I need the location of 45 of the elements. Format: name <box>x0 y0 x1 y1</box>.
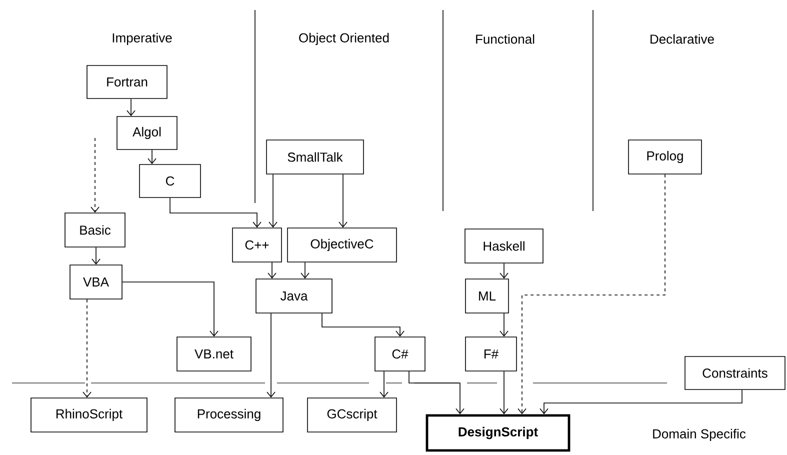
arrow <box>300 262 310 279</box>
language-box: VBA <box>70 264 122 300</box>
language-box: RhinoScript <box>30 398 148 432</box>
arrow <box>266 312 276 398</box>
arrow <box>500 312 508 337</box>
arrow <box>126 98 136 116</box>
arrow <box>540 389 742 414</box>
category-label: Object Oriented <box>299 32 389 46</box>
language-box: SmallTalk <box>266 140 364 174</box>
arrow <box>90 138 100 213</box>
category-label: Functional <box>476 34 534 44</box>
language-box: Processing <box>174 398 284 432</box>
arrow <box>380 370 388 398</box>
language-box: C# <box>374 336 426 372</box>
language-box: Fortran <box>86 65 168 99</box>
language-box: Basic <box>64 212 126 248</box>
arrow <box>500 263 508 279</box>
arrow <box>500 370 508 414</box>
language-box: Prolog <box>628 140 702 174</box>
category-label: Declarative <box>650 34 714 44</box>
arrow <box>82 299 92 398</box>
arrow <box>170 197 262 228</box>
language-box: C <box>139 164 201 198</box>
arrow <box>408 370 464 414</box>
language-box: Algol <box>116 116 178 150</box>
language-box: ObjectiveC <box>287 228 397 262</box>
arrow <box>322 312 404 337</box>
arrow <box>268 174 278 228</box>
language-box: DesignScript <box>426 414 570 452</box>
language-box: F# <box>465 336 517 372</box>
category-label: Imperative <box>112 32 172 46</box>
language-box: C++ <box>232 228 282 262</box>
arrow <box>268 262 276 279</box>
arrow <box>338 174 348 228</box>
language-box: Java <box>256 278 332 314</box>
language-box: ML <box>465 278 509 314</box>
arrow <box>148 149 156 164</box>
language-box: VB.net <box>176 336 252 372</box>
arrow <box>92 246 100 265</box>
language-box: GCscript <box>307 398 397 432</box>
arrow <box>122 282 218 337</box>
language-box: Constraints <box>684 356 786 390</box>
category-label: Domain Specific <box>653 428 746 442</box>
arrow <box>518 174 666 414</box>
language-box: Haskell <box>464 228 544 264</box>
